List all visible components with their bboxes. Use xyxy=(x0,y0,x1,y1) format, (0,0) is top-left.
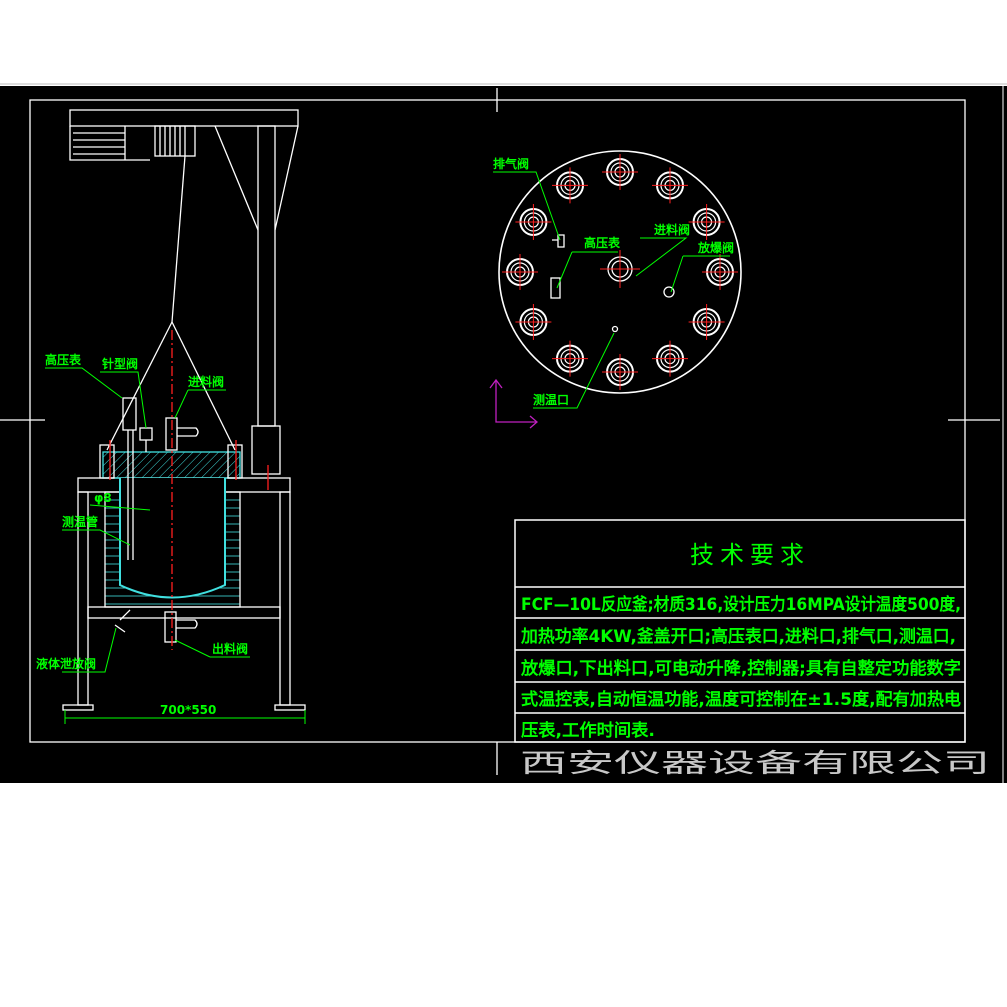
ucs-icon xyxy=(489,378,538,429)
top-view xyxy=(489,150,742,429)
requirement-line-5: 压表,工作时间表. xyxy=(521,720,655,741)
requirement-line-1: FCF—10L反应釜;材质316,设计压力16MPA设计温度500度, xyxy=(521,594,961,615)
drawing-frame xyxy=(0,88,1000,775)
bolt xyxy=(502,254,538,290)
label-vent-valve: 排气阀 xyxy=(493,156,529,171)
dimension-text: 700*550 xyxy=(160,703,216,717)
label-thermo-port: 测温口 xyxy=(533,392,569,407)
label-needle-valve: 针型阀 xyxy=(102,356,138,371)
bolt xyxy=(652,340,688,377)
bolt xyxy=(688,304,725,340)
model-space[interactable] xyxy=(0,86,1007,783)
elevation-labels: 高压表 针型阀 进料阀 φ8 测温管 液体泄放阀 出料阀 700*550 xyxy=(36,352,248,717)
label-diameter: φ8 xyxy=(94,491,112,505)
label-pressure-gauge-top: 高压表 xyxy=(584,235,621,250)
top-view-labels: 排气阀 高压表 进料阀 放爆阀 测温口 xyxy=(493,156,734,407)
label-feed-valve: 进料阀 xyxy=(188,374,224,389)
requirement-line-4: 式温控表,自动恒温功能,温度可控制在±1.5度,配有加热电 xyxy=(521,689,961,710)
elevation-view xyxy=(45,109,306,724)
bolt xyxy=(515,204,552,240)
bolt xyxy=(602,154,638,190)
top-toolbar-strip xyxy=(0,0,1007,84)
motor-fins xyxy=(73,126,126,160)
bolt xyxy=(702,254,738,290)
watermark: 西安仪器设备有限公司 xyxy=(520,749,990,779)
technical-requirements-table: 技术要求 FCF—10L反应釜;材质316,设计压力16MPA设计温度500度,… xyxy=(514,519,966,743)
gearbox xyxy=(154,125,196,157)
label-feed-valve-top: 进料阀 xyxy=(654,222,690,237)
bolt xyxy=(652,167,688,204)
requirement-line-2: 加热功率4KW,釜盖开口;高压表口,进料口,排气口,测温口, xyxy=(520,626,956,647)
label-drain-valve: 液体泄放阀 xyxy=(36,656,96,671)
bolt xyxy=(515,304,552,340)
bolt xyxy=(552,167,588,204)
bolt xyxy=(688,204,725,240)
label-discharge-valve: 出料阀 xyxy=(212,641,248,656)
label-thermo-tube: 测温管 xyxy=(62,514,98,529)
bolt xyxy=(552,340,588,377)
bolt xyxy=(602,354,638,390)
label-burst-valve: 放爆阀 xyxy=(697,240,734,255)
bolt-ring xyxy=(502,154,738,390)
requirement-line-3: 放爆口,下出料口,可电动升降,控制器;具有自整定功能数字 xyxy=(520,658,961,679)
requirements-title: 技术要求 xyxy=(690,541,810,569)
label-pressure-gauge: 高压表 xyxy=(45,352,82,367)
